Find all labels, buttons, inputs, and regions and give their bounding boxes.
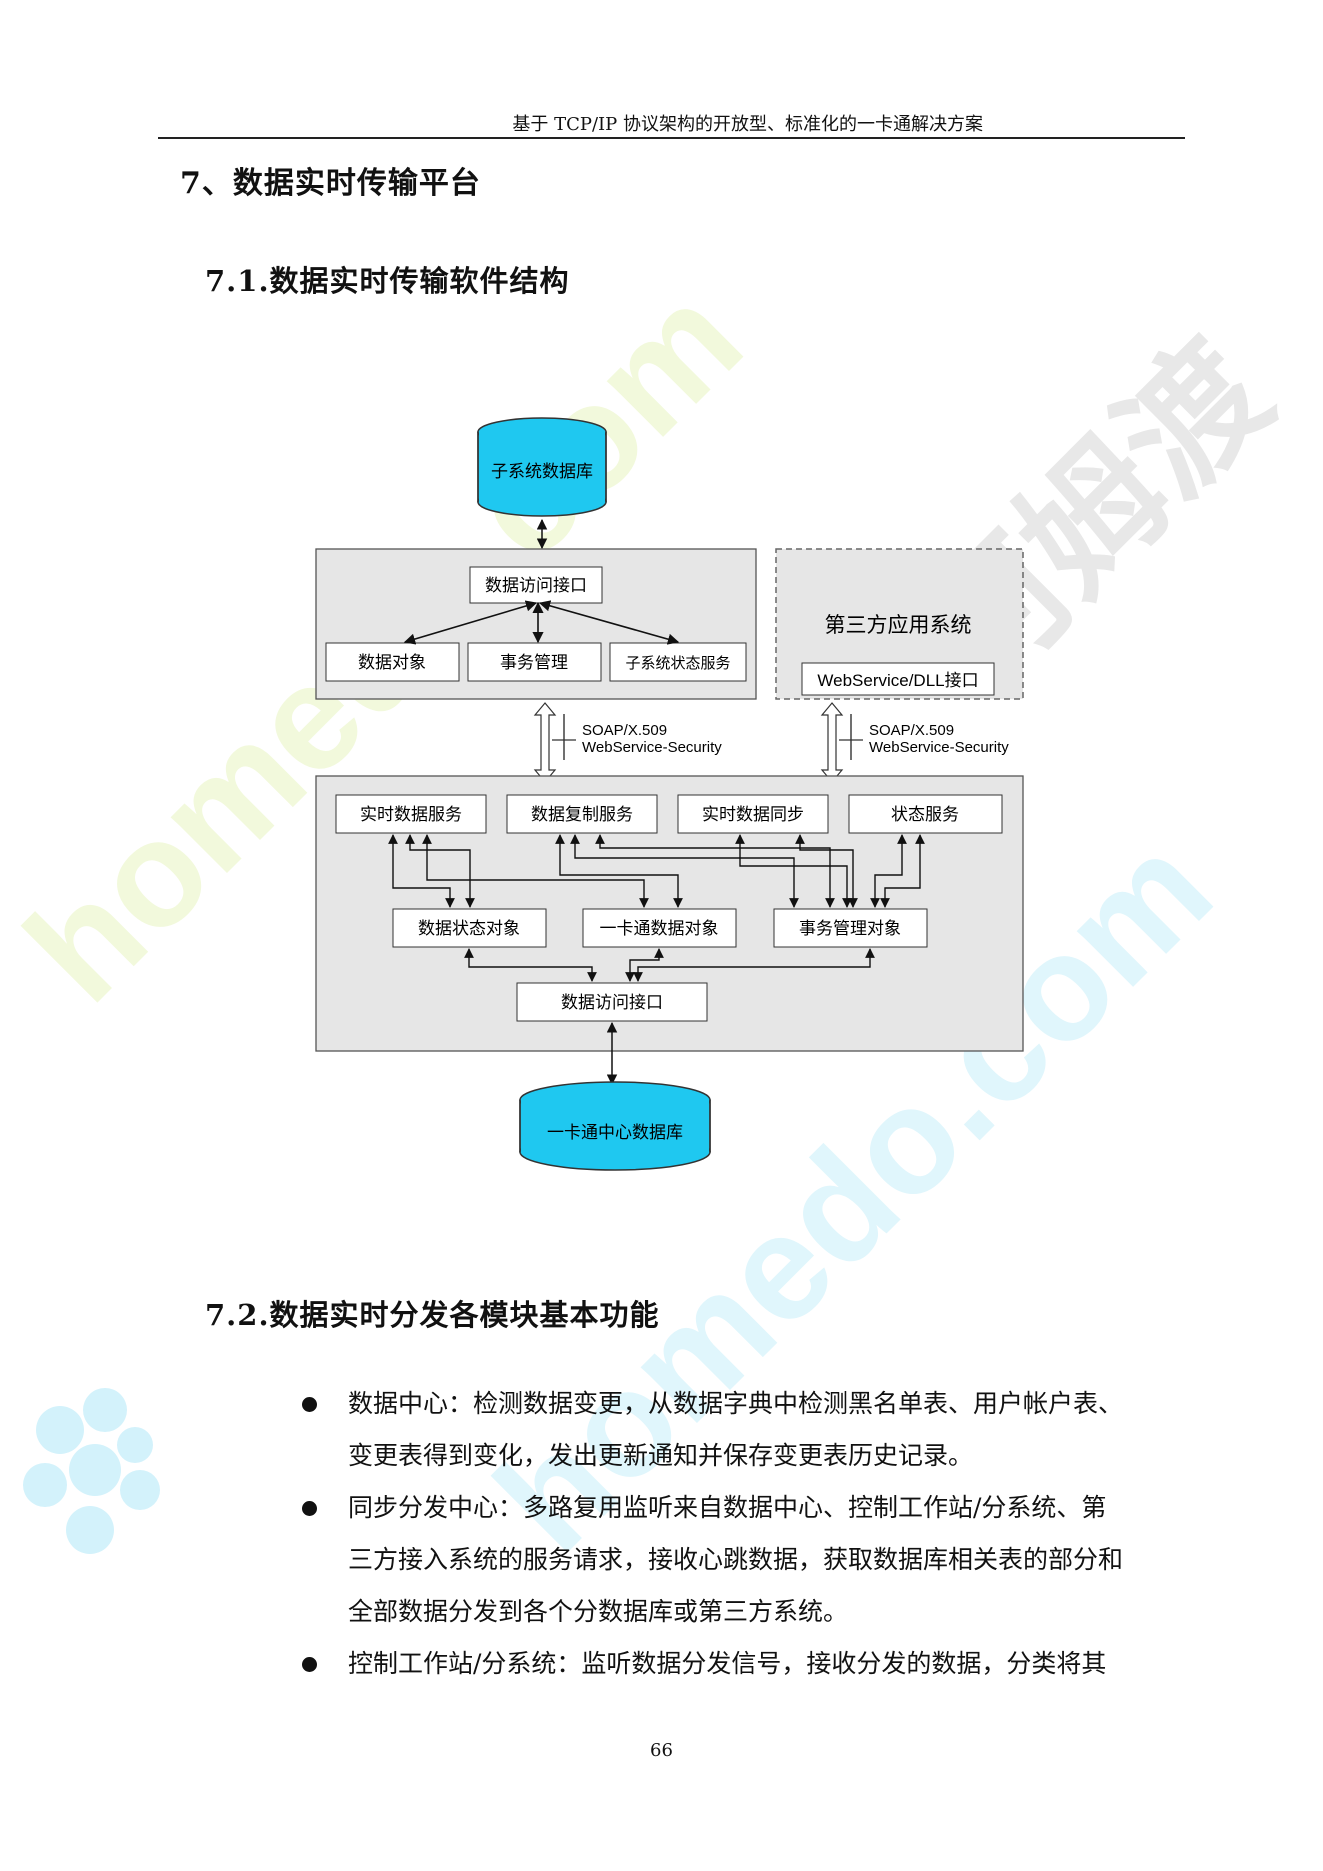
subsection-title-2: 7.2.数据实时分发各模块基本功能	[205, 1298, 660, 1332]
subsystem-database: 子系统数据库	[477, 417, 607, 517]
protocol-arrow-left: SOAP/X.509 WebService-Security	[533, 702, 722, 783]
header-rule	[158, 137, 1185, 139]
status-service-label: 状态服务	[891, 805, 959, 825]
list-item: 数据中心：检测数据变更，从数据字典中检测黑名单表、用户帐户表、 变更表得到变化，…	[300, 1378, 1200, 1482]
realtime-data-service-box	[335, 794, 487, 834]
card-data-object-box	[582, 908, 737, 948]
third-party-interface-label: WebService/DLL接口	[817, 671, 978, 690]
watermark-flower-icon	[23, 1388, 160, 1554]
bullet-dot-icon	[302, 1657, 317, 1672]
list-item: 控制工作站/分系统：监听数据分发信号，接收分发的数据，分类将其	[300, 1638, 1200, 1690]
status-service-box	[848, 794, 1003, 834]
list-item-line: 控制工作站/分系统：监听数据分发信号，接收分发的数据，分类将其	[348, 1649, 1107, 1678]
list-item-line: 变更表得到变化，发出更新通知并保存变更表历史记录。	[348, 1441, 974, 1470]
data-object-label: 数据对象	[358, 653, 426, 673]
bullet-dot-icon	[302, 1501, 317, 1516]
realtime-data-service-label: 实时数据服务	[360, 805, 462, 825]
page-number: 66	[650, 1740, 673, 1761]
realtime-data-sync-box	[677, 794, 829, 834]
transaction-mgmt-box	[467, 642, 602, 682]
connection-lines	[388, 834, 925, 908]
data-access-interface-top	[469, 566, 603, 604]
realtime-data-sync-label: 实时数据同步	[702, 805, 804, 825]
list-item-line: 全部数据分发到各个分数据库或第三方系统。	[348, 1597, 849, 1626]
transaction-mgmt-label: 事务管理	[500, 653, 568, 673]
data-status-object-box	[392, 908, 547, 948]
data-object-box	[325, 642, 460, 682]
transaction-mgmt-object-label: 事务管理对象	[799, 919, 901, 939]
list-item-line: 数据中心：检测数据变更，从数据字典中检测黑名单表、用户帐户表、	[348, 1389, 1124, 1418]
protocol-right-line2: WebService-Security	[869, 739, 1009, 756]
data-replication-service-box	[506, 794, 658, 834]
subsection-title-1: 7.1.数据实时传输软件结构	[205, 264, 570, 298]
center-db-label: 一卡通中心数据库	[547, 1123, 683, 1143]
protocol-right-line1: SOAP/X.509	[869, 722, 954, 739]
data-status-object-label: 数据状态对象	[418, 919, 520, 939]
third-party-interface-box	[801, 662, 995, 696]
subsystem-db-label: 子系统数据库	[491, 462, 593, 482]
architecture-diagram: 子系统数据库 数据访问接口 数据对象 事务管理 子系统状态服务 第三方应用系统 …	[315, 417, 1024, 1171]
access-lines	[464, 948, 875, 982]
section-title: 7、数据实时传输平台	[180, 166, 481, 201]
protocol-arrow-right: SOAP/X.509 WebService-Security	[820, 702, 1009, 783]
third-party-title: 第三方应用系统	[825, 613, 972, 637]
function-list: 数据中心：检测数据变更，从数据字典中检测黑名单表、用户帐户表、 变更表得到变化，…	[300, 1378, 1200, 1690]
data-access-top-label: 数据访问接口	[485, 576, 587, 596]
protocol-left-line2: WebService-Security	[582, 739, 722, 756]
list-item-line: 三方接入系统的服务请求，接收心跳数据，获取数据库相关表的部分和	[348, 1545, 1124, 1574]
list-item: 同步分发中心：多路复用监听来自数据中心、控制工作站/分系统、第 三方接入系统的服…	[300, 1482, 1200, 1638]
card-data-object-label: 一卡通数据对象	[600, 919, 719, 939]
list-item-line: 同步分发中心：多路复用监听来自数据中心、控制工作站/分系统、第	[348, 1493, 1107, 1522]
data-access-bottom-label: 数据访问接口	[561, 993, 663, 1013]
subsystem-status-service-label: 子系统状态服务	[625, 654, 730, 672]
header-title: 基于 TCP/IP 协议架构的开放型、标准化的一卡通解决方案	[512, 114, 983, 135]
data-replication-service-label: 数据复制服务	[531, 805, 633, 825]
transaction-mgmt-object-box	[773, 908, 928, 948]
protocol-left-line1: SOAP/X.509	[582, 722, 667, 739]
data-access-interface-bottom	[516, 982, 708, 1022]
center-database: 一卡通中心数据库	[519, 1081, 711, 1171]
bullet-dot-icon	[302, 1397, 317, 1412]
